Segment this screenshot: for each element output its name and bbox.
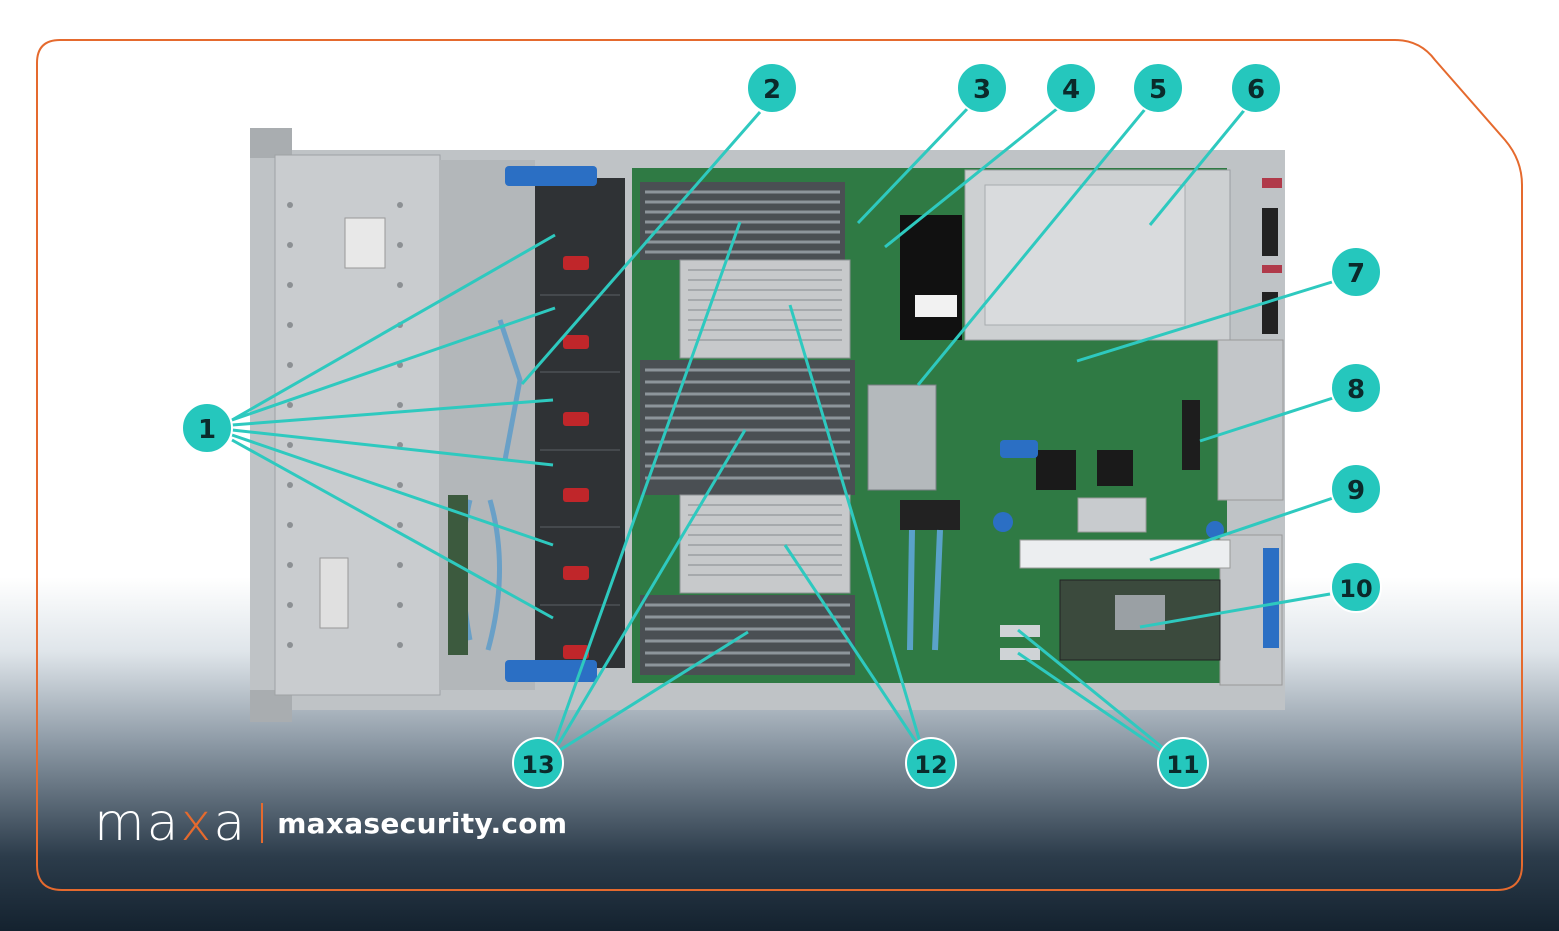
leader-line-1e [231, 433, 554, 547]
callout-label-8: 8 [1347, 375, 1365, 405]
leader-line-11b [1017, 651, 1164, 754]
power-supply-inner [984, 184, 1186, 326]
dimm-bank-top [640, 182, 845, 260]
callout-8: 8 [1330, 362, 1382, 414]
backplane-board [448, 495, 468, 655]
brand-logo-part1: ma [94, 793, 181, 853]
leader-line-11a [1017, 628, 1164, 750]
brand-logo-part2: x [180, 793, 214, 853]
callout-11: 11 [1157, 737, 1209, 789]
fan-cage-handle-top [505, 166, 597, 186]
battery-pack [900, 215, 962, 340]
sata-connectors [900, 500, 960, 530]
rack-ear-top [250, 128, 292, 158]
drive-bay-label-2 [319, 557, 349, 629]
brand-logo: maxa [94, 797, 247, 849]
callout-3: 3 [956, 62, 1008, 114]
callout-label-7: 7 [1347, 259, 1365, 289]
rear-port-1 [1262, 208, 1278, 256]
callout-7: 7 [1330, 246, 1382, 298]
leader-line-1b [231, 306, 556, 422]
blue-latch-1 [1000, 440, 1038, 458]
callout-5: 5 [1132, 62, 1184, 114]
blue-latch-3 [1206, 521, 1224, 539]
bracket [1077, 497, 1147, 533]
callout-label-11: 11 [1166, 751, 1199, 779]
dimm-bank-bottom [640, 595, 855, 675]
leader-line-1f [231, 438, 554, 620]
fan-cage-handle-bottom [505, 660, 597, 682]
leader-line-9 [1149, 496, 1334, 562]
callout-4: 4 [1045, 62, 1097, 114]
callout-10: 10 [1330, 561, 1382, 613]
rear-riser [1217, 339, 1284, 501]
callout-badges: 1 2 3 4 5 6 7 8 [181, 62, 1382, 789]
rear-handle [1263, 548, 1279, 648]
callout-label-1: 1 [198, 415, 216, 445]
leader-line-5 [916, 107, 1148, 386]
system-chip-2 [1036, 450, 1076, 490]
leader-line-6 [1148, 107, 1248, 226]
callout-2: 2 [746, 62, 798, 114]
callout-13: 13 [512, 737, 564, 789]
callout-label-2: 2 [763, 75, 781, 105]
server-photo [250, 128, 1285, 722]
callout-label-12: 12 [914, 751, 947, 779]
callout-1: 1 [181, 402, 233, 454]
fan-latches [563, 256, 589, 659]
frame-border [36, 39, 1523, 891]
leader-line-12a [788, 304, 922, 743]
callout-label-13: 13 [521, 751, 554, 779]
system-chip-3 [1097, 450, 1133, 486]
leader-line-13a [553, 221, 742, 743]
leader-line-2 [520, 111, 762, 385]
leader-line-3 [856, 106, 970, 225]
leader-line-10 [1139, 592, 1331, 629]
callout-label-5: 5 [1149, 75, 1167, 105]
rear-led-2 [1262, 265, 1282, 273]
callout-6: 6 [1230, 62, 1282, 114]
heatsink-bottom [679, 494, 851, 594]
leader-line-1a [231, 233, 556, 422]
callout-12: 12 [905, 737, 957, 789]
heatsink-top [679, 259, 851, 359]
leader-line-1c [231, 398, 554, 427]
drive-bay-holes [287, 202, 403, 648]
leader-line-1d [231, 428, 554, 467]
leader-line-13b [556, 429, 747, 746]
callout-label-9: 9 [1347, 476, 1365, 506]
brand-logo-part3: a [213, 793, 248, 853]
dimm-bank-middle [640, 360, 855, 495]
tpm-module [1182, 400, 1200, 470]
callout-label-4: 4 [1062, 75, 1080, 105]
sas-cables [907, 529, 943, 651]
leader-line-7 [1076, 280, 1333, 363]
fan-dividers [540, 294, 620, 606]
callout-label-6: 6 [1247, 75, 1265, 105]
leader-line-8 [1199, 396, 1334, 443]
system-chip-1 [867, 384, 937, 491]
leader-line-4 [884, 106, 1059, 249]
brand-separator [261, 803, 264, 843]
leader-line-12b [783, 544, 920, 746]
drive-bay-label [344, 217, 386, 269]
callout-label-10: 10 [1339, 575, 1372, 603]
leader-line-13c [559, 630, 749, 752]
blue-latch-2 [993, 512, 1013, 532]
rear-led-1 [1262, 178, 1282, 188]
brand-url[interactable]: maxasecurity.com [277, 806, 568, 840]
callout-9: 9 [1330, 463, 1382, 515]
leader-lines [231, 106, 1334, 754]
battery-label [915, 295, 957, 317]
brand-footer: maxa maxasecurity.com [94, 796, 567, 850]
callout-label-3: 3 [973, 75, 991, 105]
